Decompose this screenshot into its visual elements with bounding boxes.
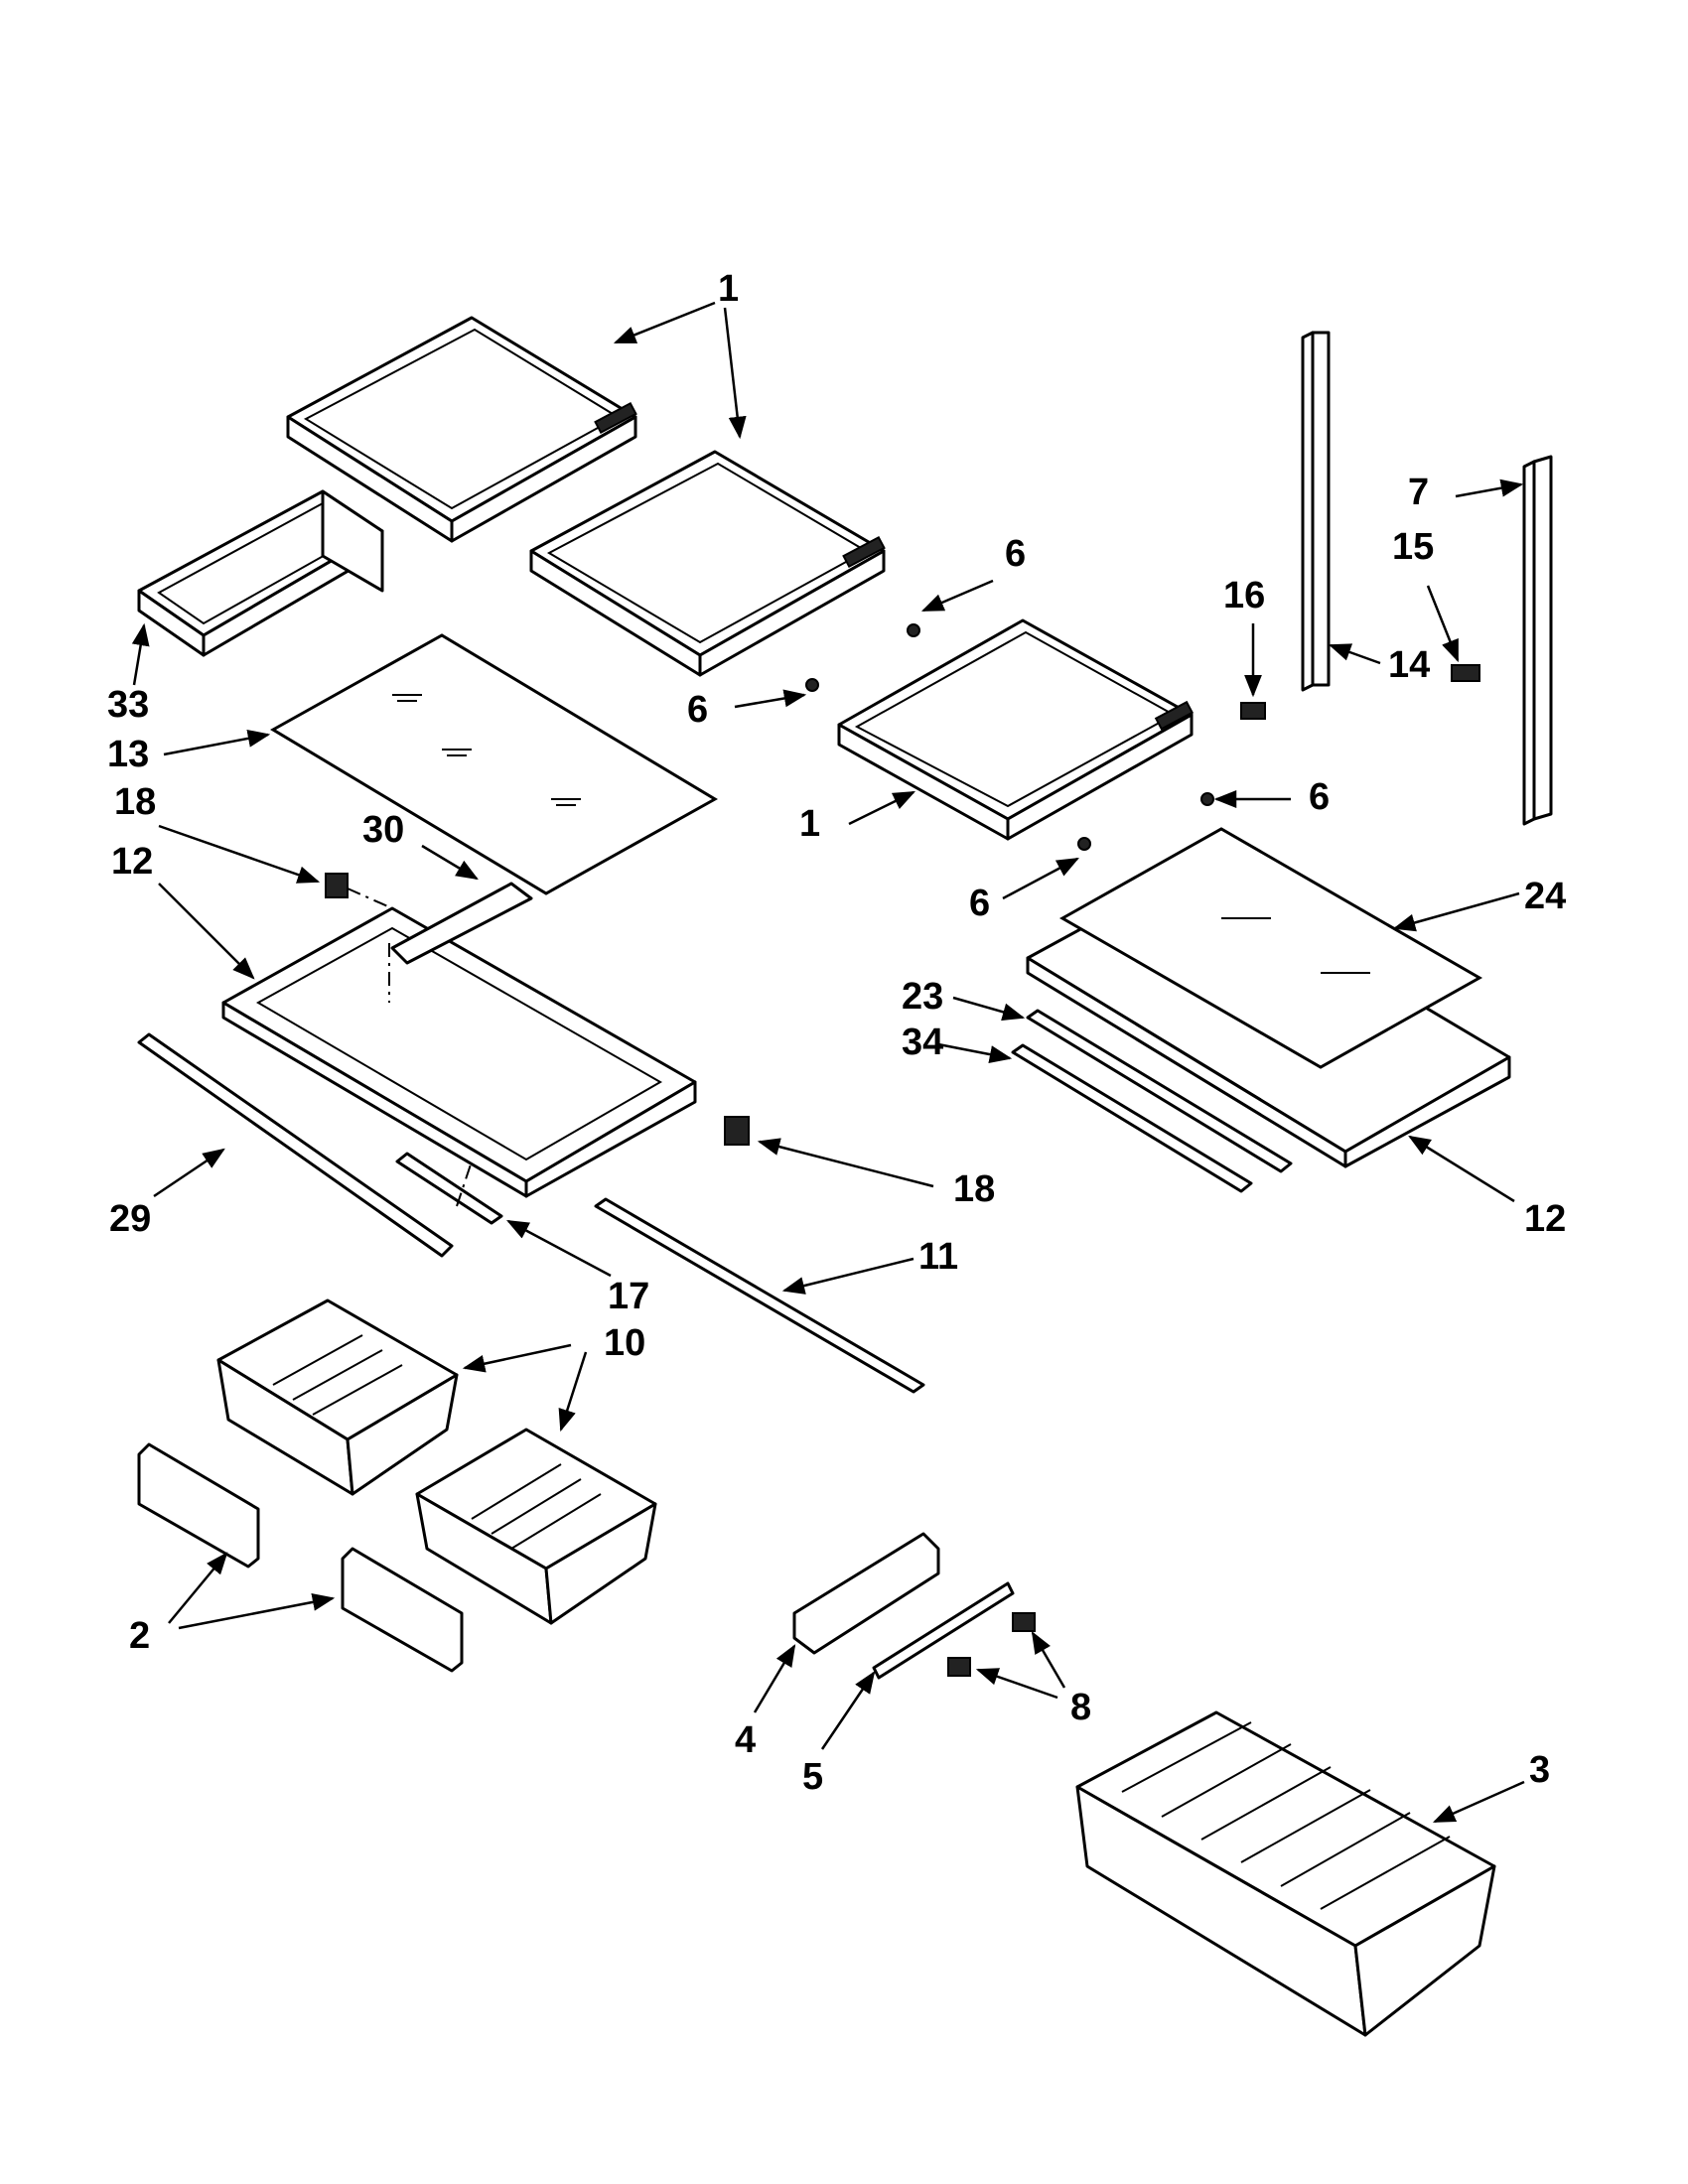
crisper-drawer-10-right <box>415 1428 657 1625</box>
callout-4: 4 <box>735 1719 756 1761</box>
callout-3: 3 <box>1529 1749 1550 1791</box>
callout-6-bottom: 6 <box>969 883 990 924</box>
callout-30: 30 <box>362 809 404 851</box>
screw-8-group <box>947 1612 1036 1677</box>
bracket-18-right <box>724 1116 750 1146</box>
shelf-1-middle <box>529 450 886 677</box>
crisper-drawer-10-left <box>216 1298 459 1496</box>
callout-13: 13 <box>107 734 149 775</box>
callout-8: 8 <box>1070 1687 1091 1728</box>
callout-14: 14 <box>1388 644 1430 686</box>
shelf-1-right <box>837 618 1195 841</box>
bracket-5 <box>872 1581 1015 1680</box>
glass-shelf-24 <box>1058 827 1483 1069</box>
callout-34: 34 <box>902 1022 943 1063</box>
callout-15: 15 <box>1392 526 1434 568</box>
shelf-33 <box>137 489 384 657</box>
callout-1-top: 1 <box>718 268 739 310</box>
shelf-frame-12-left <box>221 906 697 1198</box>
pantry-drawer-3 <box>1075 1710 1496 2037</box>
callout-6-top: 6 <box>1005 533 1026 575</box>
callout-18-bottom: 18 <box>953 1168 995 1210</box>
callout-17: 17 <box>608 1276 649 1317</box>
screw-16 <box>1240 702 1266 720</box>
glass-shelf-13 <box>270 633 718 895</box>
callout-1-right: 1 <box>799 803 820 845</box>
callout-24: 24 <box>1524 876 1566 917</box>
trim-23 <box>1026 1009 1293 1173</box>
rail-30 <box>390 882 533 965</box>
callout-12-right: 12 <box>1524 1198 1566 1240</box>
shelf-rail-14 <box>1301 331 1331 692</box>
callout-10: 10 <box>604 1322 645 1364</box>
rod-11 <box>594 1197 925 1394</box>
drawer-handle-2-right <box>341 1547 464 1673</box>
slide-17 <box>395 1152 503 1225</box>
screw-6-group <box>805 623 1214 851</box>
shelf-rail-7 <box>1522 455 1553 826</box>
callout-18-top: 18 <box>114 781 156 823</box>
callout-2: 2 <box>129 1615 150 1657</box>
shelf-1-top <box>286 316 637 543</box>
trim-29 <box>137 1032 454 1258</box>
callout-6-left: 6 <box>687 689 708 731</box>
callout-7: 7 <box>1408 472 1429 513</box>
callout-6-right: 6 <box>1309 776 1330 818</box>
callout-33: 33 <box>107 684 149 726</box>
callout-16: 16 <box>1223 575 1265 616</box>
callout-12-left: 12 <box>111 841 153 883</box>
callout-23: 23 <box>902 976 943 1018</box>
callout-5: 5 <box>802 1756 823 1798</box>
bracket-4 <box>792 1532 940 1655</box>
callout-labels: 1 1 33 13 6 6 6 6 16 7 15 14 18 30 12 24… <box>107 268 1566 1798</box>
callout-11: 11 <box>918 1236 958 1278</box>
screw-15 <box>1451 664 1480 682</box>
trim-34 <box>1011 1043 1253 1193</box>
leader-lines <box>131 301 1525 1824</box>
drawer-handle-2-left <box>137 1442 260 1569</box>
callout-29: 29 <box>109 1198 151 1240</box>
bracket-18-left <box>325 873 349 898</box>
